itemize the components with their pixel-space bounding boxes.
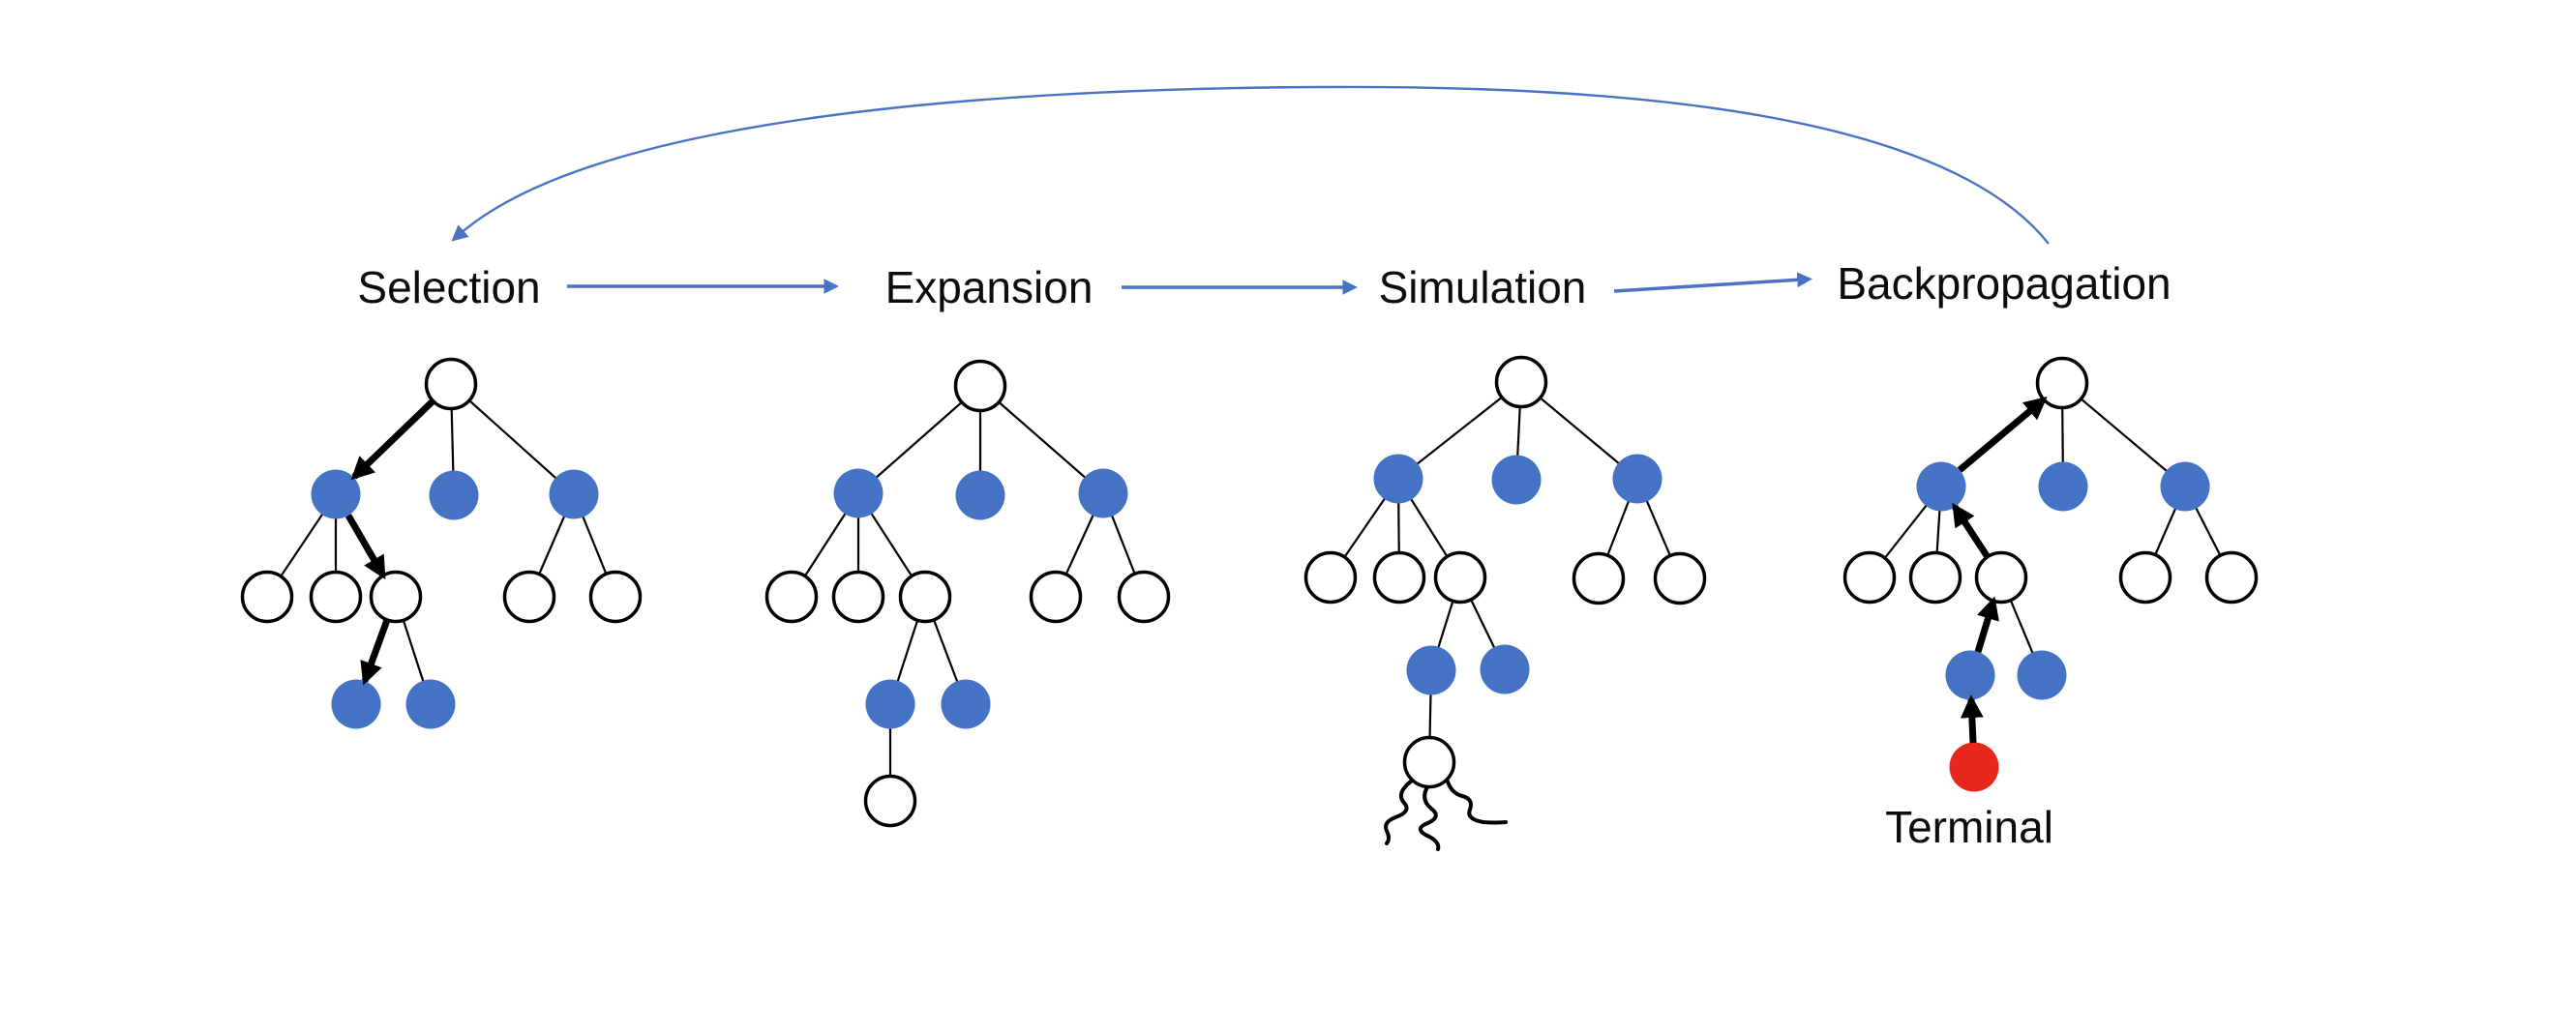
white-tree-node [240,570,294,624]
traversal-arrow [1974,596,1999,654]
blue-tree-node [1480,644,1530,694]
white-tree-node [1433,550,1487,605]
white-tree-node [1029,570,1083,624]
tree-edge [979,385,1104,494]
white-tree-node [309,570,363,624]
white-tree-node [831,570,885,624]
white-tree-node [2204,550,2259,605]
blue-tree-node [2160,461,2210,512]
blue-tree-node [1406,645,1456,695]
traversal-arrow [1960,694,1984,744]
white-tree-node [588,570,643,624]
blue-tree-node [331,679,381,729]
white-tree-node [502,570,556,624]
white-tree-node [424,357,478,411]
blue-tree-node [2017,650,2067,700]
white-tree-node [863,774,917,828]
tree-edge [450,383,575,495]
tree-edge [2061,382,2186,487]
traversal-arrow [360,618,391,686]
white-tree-node [1653,551,1707,605]
blue-tree-node [549,469,599,519]
blue-tree-node [1612,454,1662,504]
blue-tree-node [941,679,991,729]
white-tree-node [1842,550,1897,605]
white-tree-node [1372,550,1426,605]
blue-tree-node [429,470,479,520]
tree-backpropagation [1842,356,2259,792]
white-tree-node [953,359,1007,413]
blue-tree-node [955,470,1005,520]
blue-tree-node [1078,468,1128,518]
blue-tree-node [1373,454,1423,504]
blue-tree-node [2038,461,2088,512]
white-tree-node [1117,570,1171,624]
tree-simulation [1303,355,1707,851]
phase-label-backpropagation: Backpropagation [1837,258,2172,309]
blue-tree-node [311,469,361,519]
blue-tree-node [833,468,884,518]
phase-label-simulation: Simulation [1378,262,1587,312]
white-tree-node [764,570,819,624]
white-tree-node [369,570,423,624]
rollout-squiggle [1445,777,1508,825]
blue-tree-node [865,679,915,729]
white-tree-node [2035,356,2089,410]
blue-tree-node [1945,650,1995,700]
tree-edge [857,385,981,494]
phase-label-expansion: Expansion [884,262,1093,312]
white-tree-node [1303,550,1358,605]
rollout-squiggle [1384,779,1414,845]
white-tree-node [1572,551,1626,605]
terminal-label: Terminal [1885,802,2053,852]
white-tree-node [898,570,952,624]
terminal-node [1949,742,1999,792]
phase-flow-arrow [1613,272,1813,293]
white-tree-node [2118,550,2172,605]
blue-tree-node [1916,461,1966,512]
blue-tree-node [1491,455,1542,505]
traversal-arrow [1957,396,2048,473]
traversal-arrow [1952,503,1991,559]
tree-expansion [764,359,1171,828]
white-tree-node [1974,550,2028,605]
white-tree-node [1908,550,1962,605]
traversal-arrow [350,398,435,481]
white-tree-node [1402,735,1456,789]
tree-selection [240,357,643,729]
white-tree-node [1494,355,1548,409]
phase-label-selection: Selection [357,262,541,312]
rollout-squiggle [1418,783,1441,851]
blue-tree-node [405,679,456,729]
cycle-return-arrow [451,85,2050,245]
traversal-arrow [344,514,387,580]
